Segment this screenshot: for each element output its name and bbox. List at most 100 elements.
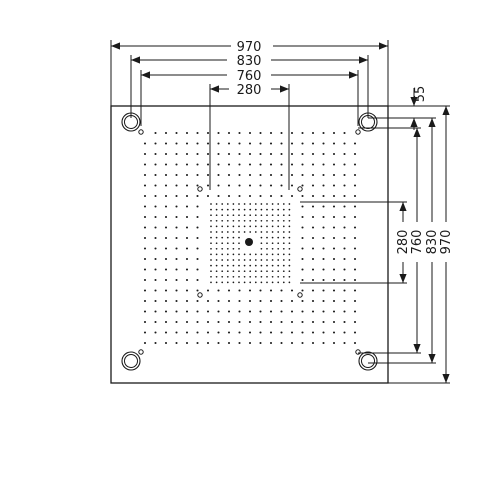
- center-nozzle: [215, 242, 218, 245]
- nozzle: [143, 247, 147, 250]
- nozzle: [269, 163, 273, 166]
- center-nozzle: [254, 264, 257, 267]
- nozzle: [143, 341, 147, 345]
- nozzle: [248, 142, 252, 145]
- nozzle: [301, 247, 304, 250]
- nozzle: [343, 173, 346, 177]
- nozzle: [143, 257, 147, 261]
- center-nozzle: [282, 214, 285, 217]
- nozzle: [248, 289, 252, 292]
- nozzle: [196, 236, 199, 240]
- center-nozzle: [271, 219, 274, 222]
- nozzle: [175, 173, 178, 177]
- nozzle: [196, 152, 199, 156]
- center-nozzle: [249, 259, 252, 261]
- nozzle: [311, 205, 315, 208]
- nozzle: [206, 320, 210, 324]
- nozzle: [343, 236, 346, 240]
- right-extension-lines: [300, 105, 450, 384]
- top-extension-lines: [110, 40, 389, 190]
- center-nozzle: [226, 275, 229, 278]
- nozzle: [301, 215, 304, 219]
- center-nozzle: [282, 208, 285, 211]
- nozzle: [269, 131, 273, 135]
- mounting-hole-icon: [297, 186, 303, 192]
- nozzle: [322, 131, 325, 135]
- nozzle: [301, 173, 304, 177]
- center-nozzle: [260, 219, 263, 222]
- center-nozzle: [226, 247, 229, 250]
- nozzle: [343, 331, 346, 334]
- nozzle: [332, 289, 336, 292]
- nozzle: [164, 278, 168, 282]
- center-nozzle: [232, 236, 235, 239]
- dim-label-55: 55: [413, 86, 428, 103]
- center-nozzle: [260, 270, 263, 273]
- nozzle: [206, 152, 210, 156]
- center-nozzle: [232, 259, 235, 261]
- nozzle: [343, 194, 346, 198]
- nozzle: [269, 184, 273, 187]
- nozzle: [185, 299, 189, 303]
- center-nozzle: [260, 208, 263, 211]
- nozzle: [143, 226, 147, 229]
- center-nozzle: [243, 219, 246, 222]
- center-nozzle: [221, 259, 224, 261]
- nozzle: [206, 289, 210, 292]
- nozzle: [311, 289, 315, 292]
- center-nozzle: [221, 219, 224, 222]
- nozzle: [227, 184, 231, 187]
- center-nozzle: [221, 270, 224, 273]
- center-nozzle: [210, 231, 212, 233]
- nozzle: [154, 247, 157, 250]
- nozzle: [301, 236, 304, 240]
- nozzle: [206, 341, 210, 345]
- center-nozzle: [210, 208, 212, 211]
- center-nozzle: [238, 259, 240, 261]
- center-nozzle: [221, 275, 224, 278]
- center-nozzle: [254, 281, 257, 284]
- nozzle: [322, 341, 325, 345]
- nozzle: [164, 194, 168, 198]
- nozzle: [175, 194, 178, 198]
- center-nozzle: [277, 264, 280, 267]
- center-nozzle: [282, 275, 285, 278]
- nozzle: [269, 299, 273, 303]
- nozzle: [248, 152, 252, 156]
- center-nozzle: [221, 208, 224, 211]
- nozzle: [311, 278, 315, 282]
- nozzle: [196, 194, 199, 198]
- center-nozzle: [249, 270, 252, 273]
- corner-light-inner-icon: [361, 354, 375, 368]
- center-nozzle: [266, 253, 268, 256]
- center-nozzle: [282, 242, 285, 245]
- nozzle: [353, 289, 357, 292]
- center-nozzle: [266, 259, 268, 261]
- center-nozzle: [210, 247, 212, 250]
- center-nozzle: [277, 253, 280, 256]
- nozzle: [154, 341, 157, 345]
- nozzle: [238, 299, 241, 303]
- center-nozzle: [282, 247, 285, 250]
- nozzle: [290, 142, 294, 145]
- nozzle: [196, 257, 199, 261]
- nozzle: [353, 268, 357, 271]
- nozzle: [217, 131, 220, 135]
- center-nozzle: [266, 219, 268, 222]
- nozzle: [185, 341, 189, 345]
- nozzle: [301, 278, 304, 282]
- nozzle: [280, 341, 283, 345]
- center-nozzle: [232, 208, 235, 211]
- nozzle: [301, 341, 304, 345]
- nozzle: [248, 163, 252, 166]
- nozzle: [154, 236, 157, 240]
- nozzle: [353, 331, 357, 334]
- center-nozzle: [277, 203, 280, 205]
- nozzle: [175, 226, 178, 229]
- center-nozzle: [243, 231, 246, 233]
- center-nozzle: [243, 214, 246, 217]
- center-nozzle: [210, 242, 212, 245]
- nozzle: [164, 289, 168, 292]
- center-nozzle: [249, 225, 252, 228]
- nozzle: [185, 184, 189, 187]
